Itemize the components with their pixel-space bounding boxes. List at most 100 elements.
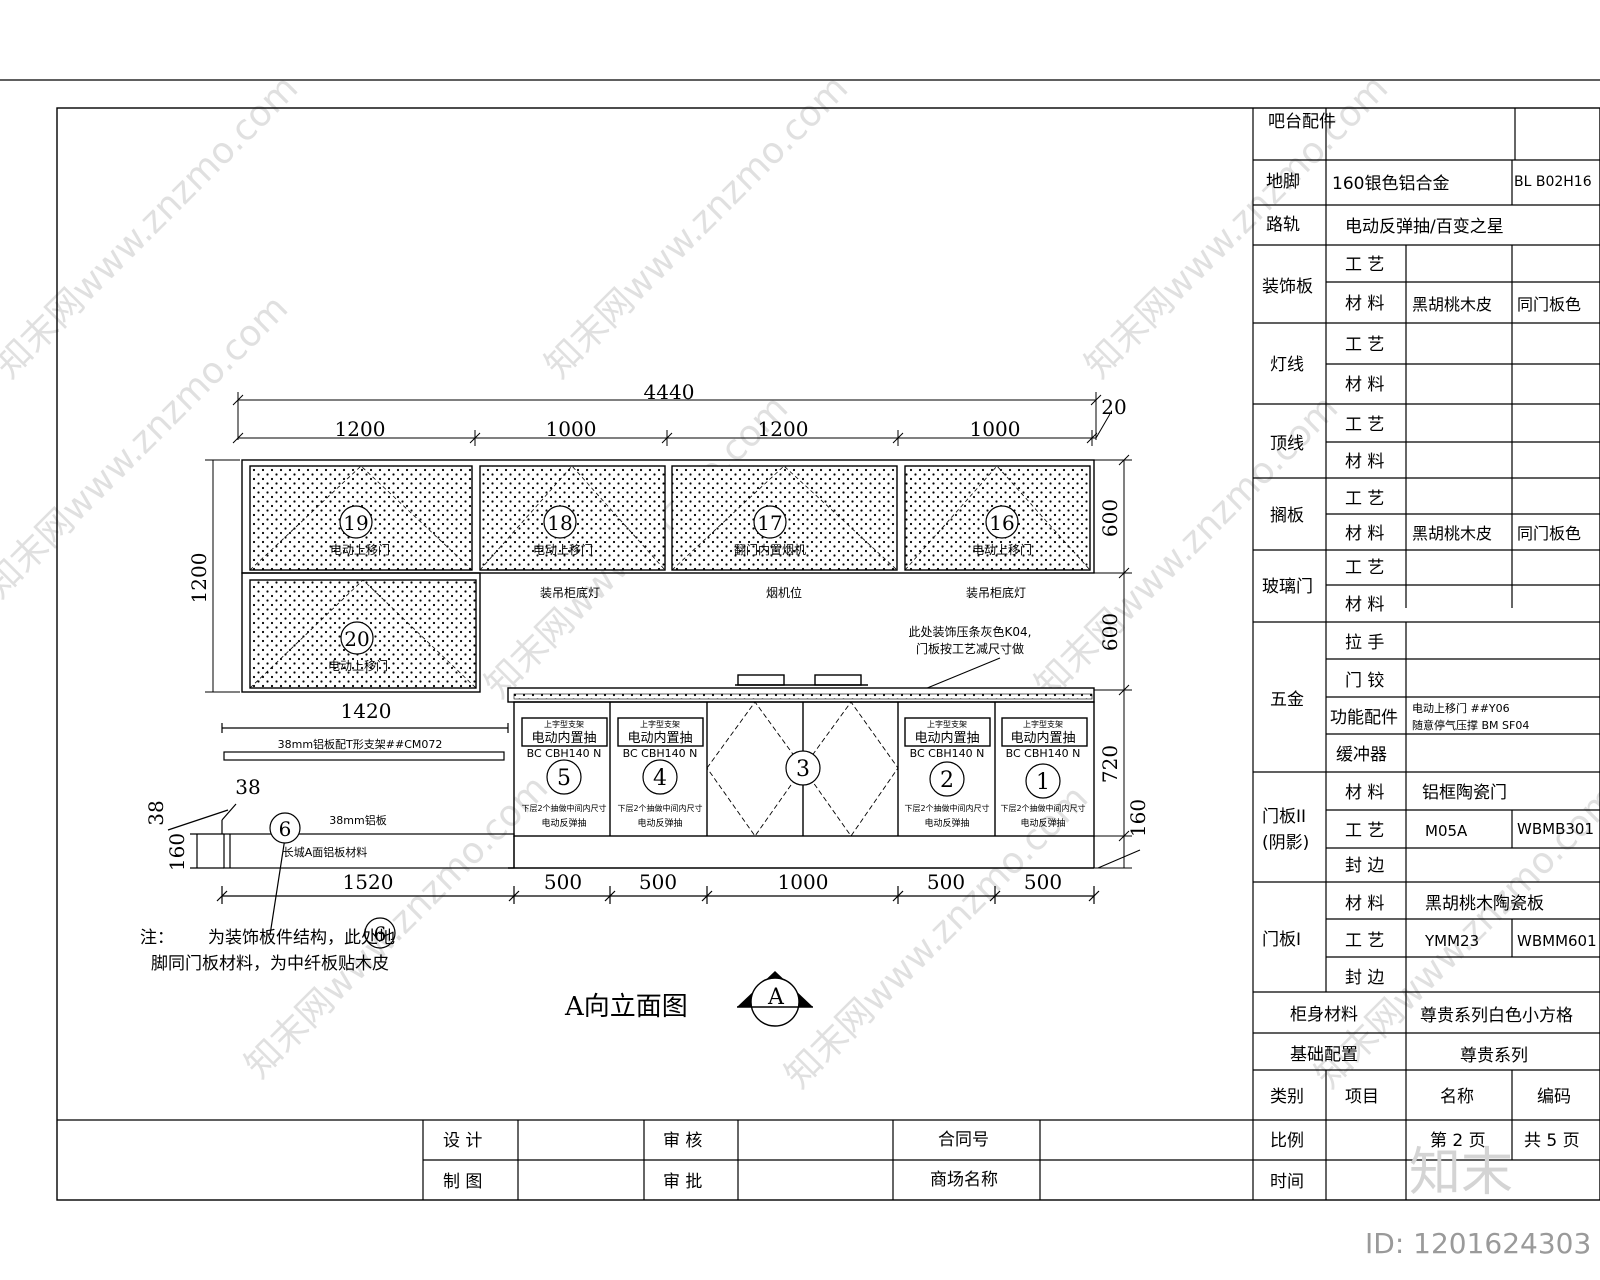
view-marker-label: A: [767, 985, 785, 1010]
body-value: 尊贵系列白色小方格: [1420, 1006, 1573, 1026]
cabinet-num-18: 18: [547, 511, 572, 535]
door2-material: 材 料: [1345, 783, 1384, 803]
cabinet-label-19: 电动上移门: [330, 542, 390, 557]
cabinet-label-17: 翻门内置烟机: [734, 542, 806, 557]
door1-material: 材 料: [1345, 894, 1384, 914]
shelf-label: 搁板: [1270, 506, 1304, 526]
upper-note-3: 装吊柜底灯: [966, 585, 1026, 600]
door2-label2: (阴影): [1262, 833, 1309, 853]
dim-upper-3: 1200: [758, 417, 809, 441]
glass-material: 材 料: [1345, 595, 1384, 615]
note-ref-num: 6: [374, 922, 387, 946]
base-config-label: 基础配置: [1290, 1045, 1358, 1065]
drawer-note-2a: 下层2个抽做中间内尺寸: [904, 803, 989, 813]
drawer-note-5a: 下层2个抽做中间内尺寸: [521, 803, 606, 813]
light-craft: 工 艺: [1345, 335, 1384, 355]
dim-upper-1: 1200: [335, 417, 386, 441]
shelf-material: 材 料: [1345, 524, 1384, 544]
door2-craft-code: M05A: [1425, 822, 1468, 840]
drawer-note-5b: 电动反弹抽: [541, 817, 586, 829]
bar-parts-label: 吧台配件: [1268, 112, 1336, 132]
rail-label: 路轨: [1266, 215, 1300, 235]
decor-material-value: 黑胡桃木皮: [1412, 295, 1492, 314]
drawer-tag-1: 上字型支架: [1023, 719, 1063, 729]
header-item: 项目: [1345, 1087, 1379, 1107]
cabinet-num-16: 16: [989, 511, 1014, 535]
dim-total-width: 4440: [644, 380, 695, 404]
contract-label: 合同号: [938, 1130, 989, 1150]
dim-base-height: 720: [1098, 745, 1122, 783]
drawer-note-4b: 电动反弹抽: [637, 817, 682, 829]
page-total: 共 5 页: [1524, 1131, 1580, 1151]
view-marker-icon: [737, 971, 813, 1027]
door2-craft: 工 艺: [1345, 821, 1384, 841]
top-label: 顶线: [1270, 434, 1304, 454]
drawer-note-1b: 电动反弹抽: [1020, 817, 1065, 829]
page-number: 第 2 页: [1430, 1131, 1486, 1151]
base-num-1: 1: [1036, 770, 1050, 795]
cabinet-label-20: 电动上移门: [328, 658, 388, 673]
dim-left-height: 1200: [187, 553, 211, 604]
counter-note-line1: 此处装饰压条灰色K04,: [909, 625, 1032, 639]
hardware-buffer: 缓冲器: [1336, 745, 1387, 765]
drawer-type-2: 电动内置抽: [914, 730, 979, 746]
note-line2: 脚同门板材料，为中纤板贴木皮: [151, 954, 389, 974]
rail-value: 电动反弹抽/百变之星: [1345, 217, 1504, 237]
decor-color-value: 同门板色: [1517, 295, 1581, 314]
foot-label: 地脚: [1266, 172, 1300, 192]
base-cabinets: [507, 674, 1095, 869]
cabinet-label-18: 电动上移门: [533, 542, 593, 557]
door1-edge: 封 边: [1345, 968, 1384, 988]
upper-note-1: 装吊柜底灯: [540, 585, 600, 600]
light-material: 材 料: [1345, 375, 1384, 395]
dim-160-side: 160: [165, 833, 189, 871]
brand-logo-text: 知末: [1409, 1143, 1513, 1203]
drawing-title: A向立面图: [564, 992, 688, 1022]
hardware-func-line2: 随意停气压撑 BM SF04: [1412, 718, 1529, 732]
time-label: 时间: [1270, 1172, 1304, 1192]
dim-lower-5: 500: [927, 870, 965, 894]
drawer-code-1: BC CBH140 N: [1006, 747, 1081, 760]
door1-craft-code2: WBMM601: [1517, 932, 1597, 950]
top-material: 材 料: [1345, 452, 1384, 472]
base-num-4: 4: [653, 766, 667, 791]
door1-material-value: 黑胡桃木陶瓷板: [1425, 894, 1544, 914]
bar-panel-num: 6: [279, 817, 292, 841]
dim-end-gap: 20: [1101, 395, 1126, 419]
door1-craft-code: YMM23: [1424, 932, 1479, 950]
header-category: 类别: [1270, 1087, 1304, 1107]
dim-upper-height: 600: [1098, 499, 1122, 537]
drawing-border: [56, 107, 1600, 1201]
image-id: ID: 1201624303: [1365, 1227, 1592, 1260]
cabinet-num-19: 19: [343, 511, 368, 535]
store-label: 商场名称: [930, 1170, 998, 1190]
hardware-handle: 拉 手: [1345, 633, 1384, 653]
dim-38-top: 38: [235, 775, 260, 799]
counter-note-line2: 门板按工艺减尺寸做: [916, 641, 1024, 656]
drawer-type-5: 电动内置抽: [531, 730, 596, 746]
approve-label: 审 批: [663, 1172, 702, 1192]
decor-label: 装饰板: [1262, 277, 1313, 297]
base-num-2: 2: [940, 768, 954, 793]
shelf-craft: 工 艺: [1345, 489, 1384, 509]
cabinet-num-20: 20: [344, 627, 369, 651]
dim-bar-width: 1420: [341, 699, 392, 723]
bar-panel-label: 38mm铝板: [329, 813, 386, 827]
watermark-text: 知末网www.znzmo.com: [537, 68, 856, 387]
drawer-type-1: 电动内置抽: [1010, 730, 1075, 746]
drawer-code-4: BC CBH140 N: [623, 747, 698, 760]
upper-cabinets: [241, 459, 1095, 693]
hardware-function: 功能配件: [1330, 708, 1398, 728]
shelf-material-value: 黑胡桃木皮: [1412, 524, 1492, 543]
header-code: 编码: [1537, 1087, 1571, 1107]
door1-label: 门板I: [1262, 930, 1301, 950]
dim-lower-3: 500: [639, 870, 677, 894]
door2-craft-code2: WBMB301: [1517, 820, 1594, 838]
base-num-3: 3: [796, 757, 810, 782]
shelf-color-value: 同门板色: [1517, 524, 1581, 543]
light-label: 灯线: [1270, 355, 1304, 375]
door1-craft: 工 艺: [1345, 931, 1384, 951]
base-num-5: 5: [557, 766, 571, 791]
bar-panel-sub: 长城A面铝板材料: [283, 845, 368, 859]
header-name: 名称: [1440, 1087, 1474, 1107]
